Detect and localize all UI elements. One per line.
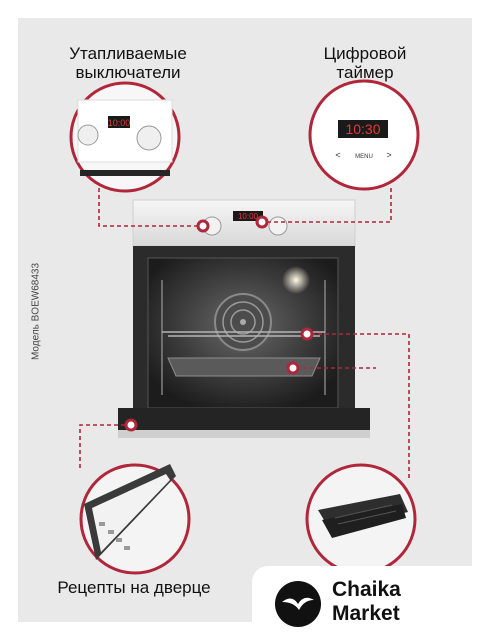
brand-line2: Market — [332, 602, 400, 625]
zoom-switches: 10:00 — [69, 81, 181, 193]
zoom-switches-display: 10:00 — [108, 118, 131, 128]
brand-name: Chaika Market — [332, 578, 401, 626]
oven-control-panel: 10:00 — [132, 199, 356, 247]
oven-body — [118, 246, 370, 438]
zoom-door — [79, 463, 191, 575]
caption-door: Рецепты на дверце — [34, 578, 234, 597]
brand-badge: Chaika Market — [252, 566, 490, 640]
knob-right[interactable] — [268, 216, 288, 236]
caption-timer: Цифровой таймер — [290, 44, 440, 82]
model-label: Модель BOEW68433 — [30, 262, 42, 361]
baking-tray — [167, 357, 321, 377]
caption-timer-line1: Цифровой — [323, 44, 407, 63]
timer-prev-button[interactable]: < — [335, 150, 340, 160]
zoom-trays — [305, 463, 417, 575]
caption-door-text: Рецепты на дверце — [57, 578, 211, 597]
wire-rack — [162, 331, 325, 337]
caption-timer-line2: таймер — [336, 63, 394, 82]
marker-rack — [300, 327, 314, 341]
brand-line1: Chaika — [332, 578, 401, 601]
timer-display: 10:30 — [345, 121, 380, 137]
timer-next-button[interactable]: > — [386, 150, 391, 160]
seagull-logo-icon — [275, 581, 321, 627]
caption-switches: Утапливаемые выключатели — [48, 44, 208, 82]
marker-switch — [196, 219, 210, 233]
timer-menu-button[interactable]: MENU — [355, 154, 373, 160]
marker-timer — [255, 215, 269, 229]
caption-switches-line1: Утапливаемые — [69, 44, 187, 63]
caption-switches-line2: выключатели — [75, 63, 181, 82]
marker-door — [124, 418, 138, 432]
oven-display — [233, 211, 263, 221]
zoom-timer: 10:30 < MENU > — [308, 79, 420, 191]
marker-tray — [286, 361, 300, 375]
oven-display-digits: 10:00 — [238, 212, 259, 221]
